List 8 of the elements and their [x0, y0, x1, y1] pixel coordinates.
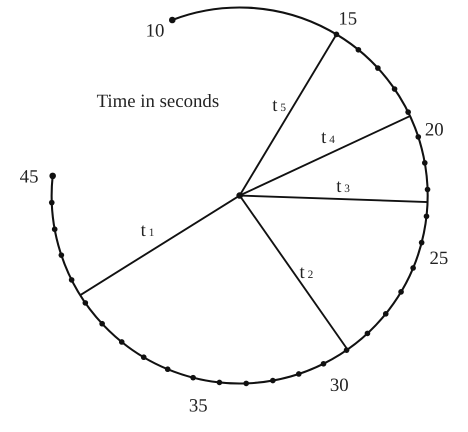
- number-label: 30: [330, 376, 349, 395]
- number-label: 25: [430, 249, 448, 268]
- number-label: 45: [20, 167, 38, 186]
- axis-title: Time in seconds: [96, 92, 220, 111]
- number-label: 10: [146, 22, 164, 40]
- number-label: 35: [188, 396, 208, 416]
- number-label: 20: [424, 120, 444, 140]
- number-label: 15: [338, 9, 358, 28]
